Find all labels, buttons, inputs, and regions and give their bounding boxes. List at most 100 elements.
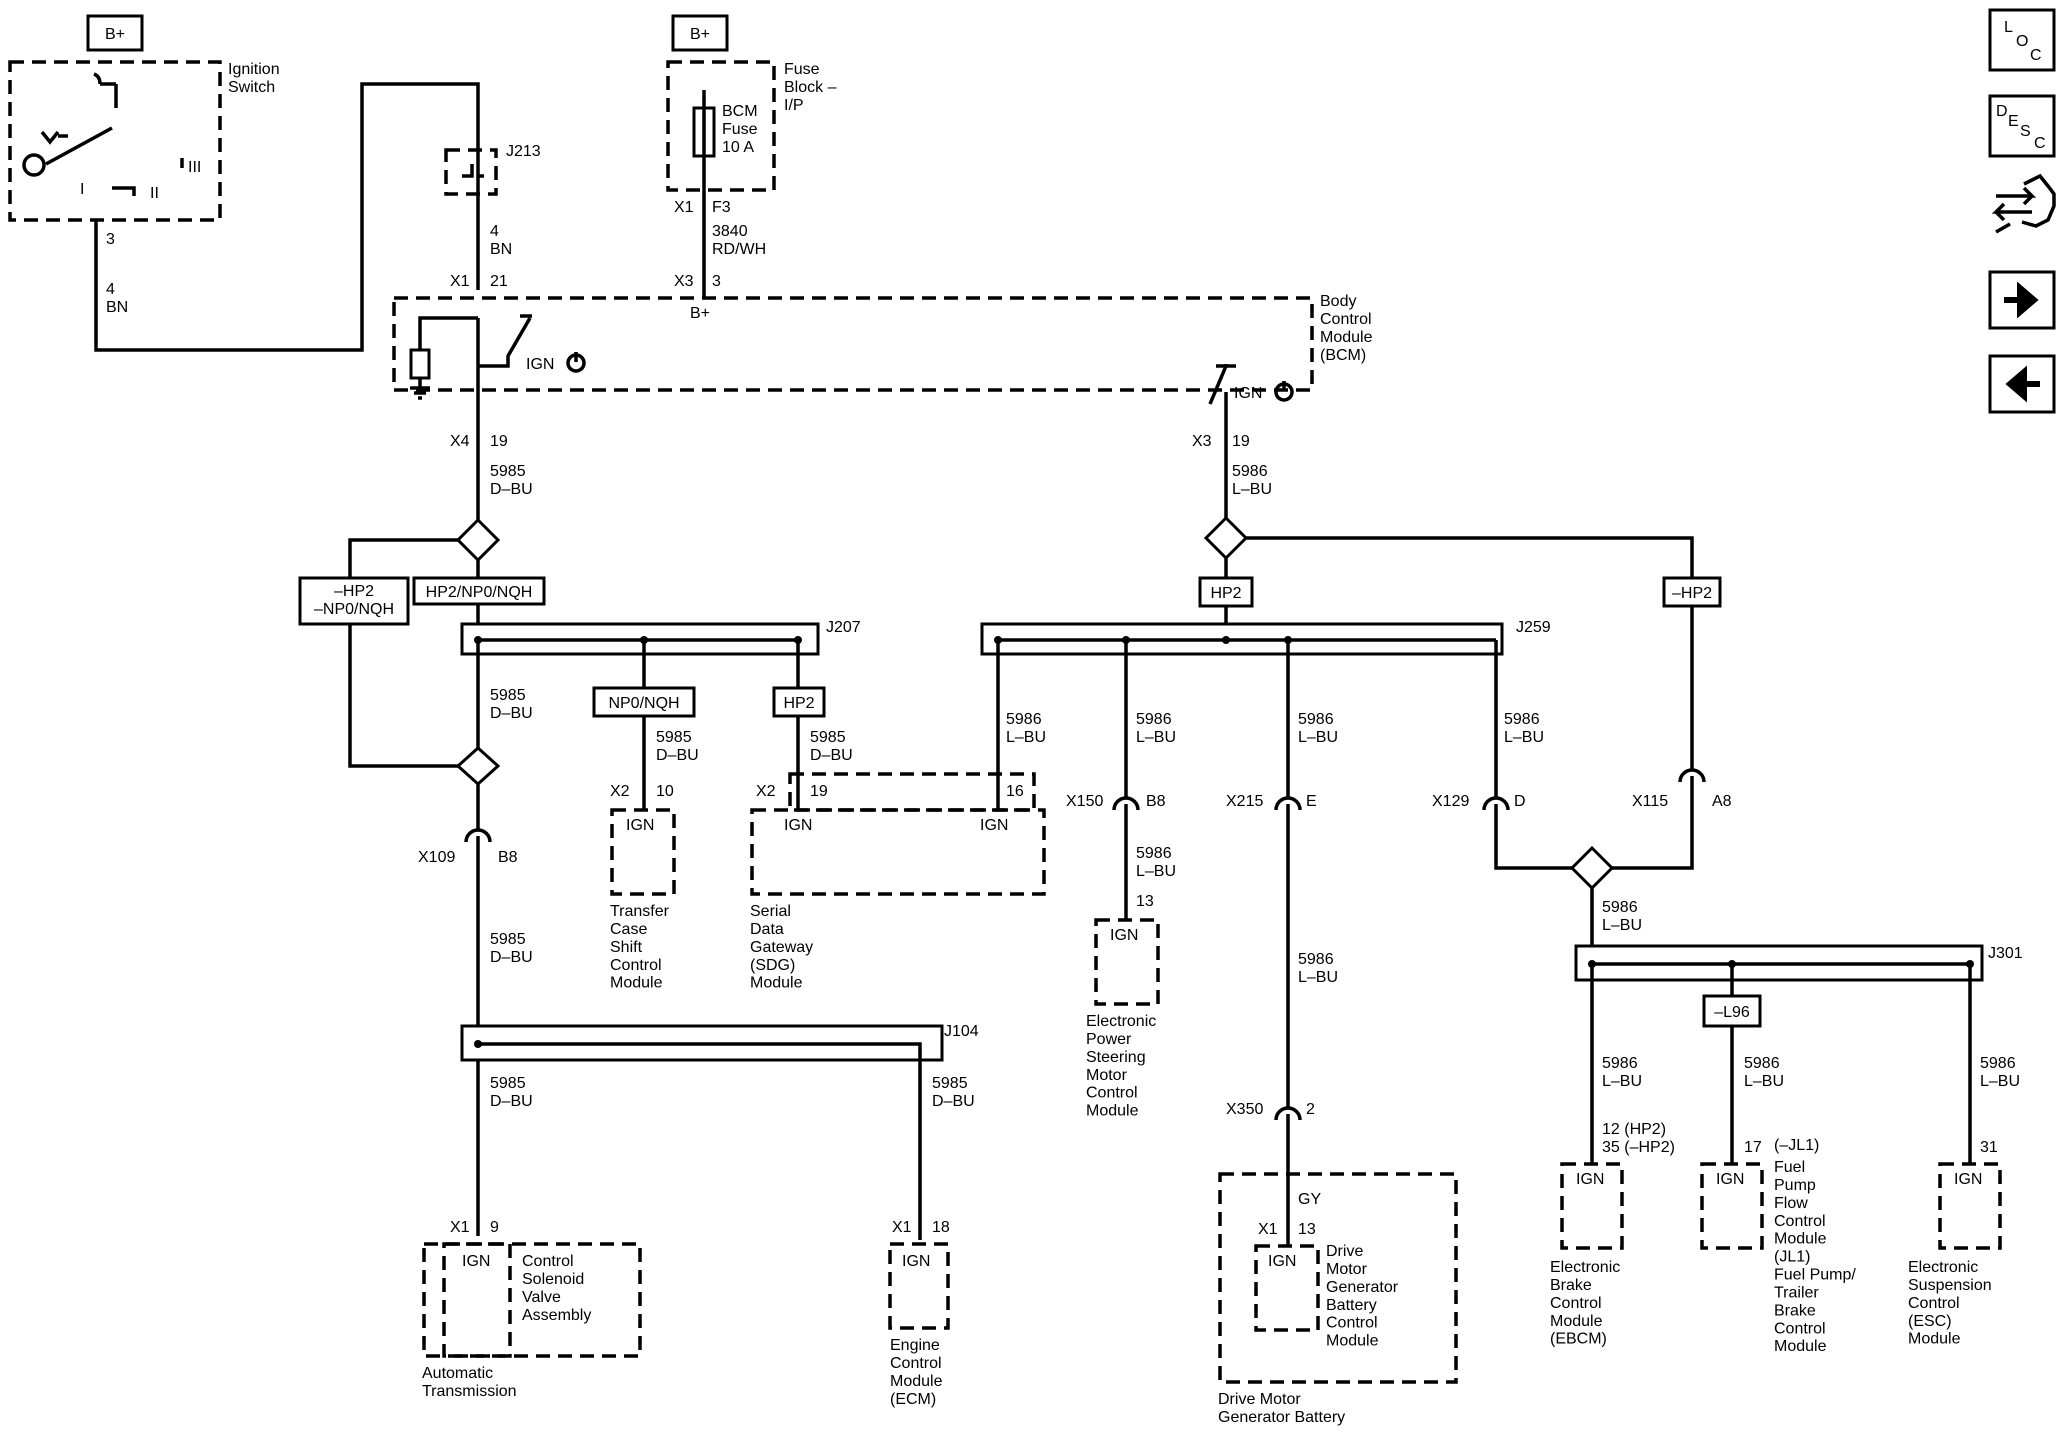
option-hp2-np0	[412, 576, 546, 606]
switch-pos-2: II	[150, 185, 159, 202]
j213-label: J213	[506, 143, 541, 160]
epsm-pin: 13	[1136, 893, 1154, 910]
splice-icon	[1203, 515, 1249, 561]
connector-icon	[1112, 796, 1140, 811]
bcm-ign-2: IGN	[1234, 385, 1262, 402]
wire-5986-3-color: L–BU	[1136, 729, 1176, 746]
wire-5985-4-color: D–BU	[490, 1093, 533, 1110]
bcm-in1-pin: 21	[490, 273, 508, 290]
bcm-ign-1: IGN	[526, 356, 554, 373]
wire-5985-6-color: D–BU	[656, 747, 699, 764]
wire-5986-4: 5986	[1136, 845, 1172, 862]
conn-x350-pin: 2	[1306, 1101, 1315, 1118]
back-arrow-icon[interactable]	[1988, 354, 2056, 414]
wire-5986-5-color: L–BU	[1298, 729, 1338, 746]
conn-x350: X350	[1226, 1101, 1263, 1118]
svg-text:O: O	[2016, 33, 2028, 50]
svg-text:D: D	[1996, 103, 2008, 120]
esc-pin: 31	[1980, 1139, 1998, 1156]
option-neg-hp2-np0-label: –HP2–NP0/NQH	[314, 583, 394, 618]
conn-x215: X215	[1226, 793, 1263, 810]
wire-5986-8-color: L–BU	[1602, 917, 1642, 934]
fp-pin: 17	[1744, 1139, 1762, 1156]
wire-5985-6: 5985	[656, 729, 692, 746]
splice-icon	[455, 517, 501, 563]
wire-5986-11-color: L–BU	[1980, 1073, 2020, 1090]
bcm-in1-conn: X1	[450, 273, 470, 290]
wire-5985-2: 5985	[490, 687, 526, 704]
wire-5986-10: 5986	[1744, 1055, 1780, 1072]
svg-text:C: C	[2034, 135, 2046, 152]
connector-icon	[1274, 1106, 1302, 1121]
tc-pin: 10	[656, 783, 674, 800]
bcm-bplus: B+	[690, 305, 710, 322]
wire-5986-9: 5986	[1602, 1055, 1638, 1072]
splice-j104-label: J104	[944, 1023, 979, 1040]
fp-ign: IGN	[1716, 1171, 1744, 1188]
switch-pin: 3	[106, 231, 115, 248]
conn-x129: X129	[1432, 793, 1469, 810]
conn-x129-pin: D	[1514, 793, 1526, 810]
option-neg-hp2	[1662, 576, 1722, 608]
conn-x115-pin: A8	[1712, 793, 1732, 810]
epsm-box	[1094, 918, 1160, 1006]
loc-icon[interactable]: L O C	[1988, 8, 2056, 72]
option-np0-nqh-label: NP0/NQH	[608, 695, 679, 712]
sdg-conn: X2	[756, 783, 776, 800]
connector-icon	[1482, 796, 1510, 811]
ebcm-pins: 12 (HP2)35 (–HP2)	[1602, 1121, 1675, 1156]
sdg-ign-a: IGN	[784, 817, 812, 834]
option-neg-hp2-np0	[298, 576, 410, 626]
connector-icon	[464, 828, 492, 843]
bplus-box-1	[86, 14, 144, 52]
bplus-label-2: B+	[690, 26, 710, 43]
bplus-box-2	[671, 14, 729, 52]
conn-x109-pin: B8	[498, 849, 518, 866]
j213-box	[444, 148, 498, 196]
wire-5986-4-color: L–BU	[1136, 863, 1176, 880]
wire-ignition-to-bcm	[94, 82, 480, 352]
fuse-block-box	[666, 60, 776, 192]
splice-j207-label: J207	[826, 619, 861, 636]
conn-x150-pin: B8	[1146, 793, 1166, 810]
wire-5986-1: 5986	[1232, 463, 1268, 480]
wire-5985-4: 5985	[490, 1075, 526, 1092]
wire-5985-5: 5985	[932, 1075, 968, 1092]
j213-wire-color: BN	[490, 241, 512, 258]
svg-text:S: S	[2020, 123, 2031, 140]
wire-5985-1: 5985	[490, 463, 526, 480]
wire-5985-1-color: D–BU	[490, 481, 533, 498]
sdg-ign-b: IGN	[980, 817, 1008, 834]
bcm-in2-pin: 3	[712, 273, 721, 290]
option-hp2-np0-label: HP2/NP0/NQH	[426, 584, 533, 601]
next-arrow-icon[interactable]	[1988, 270, 2056, 330]
wire-5985-7: 5985	[810, 729, 846, 746]
sdg-box	[750, 808, 1046, 896]
ignition-switch-icon	[22, 72, 184, 196]
wire-5985-3-color: D–BU	[490, 949, 533, 966]
dmgb-ign: IGN	[1268, 1253, 1296, 1270]
desc-icon[interactable]: D E S C	[1988, 94, 2056, 158]
trans-conn: X1	[450, 1219, 470, 1236]
bplus-label-1: B+	[105, 26, 125, 43]
switch-pos-3: III	[188, 159, 201, 176]
tc-ign: IGN	[626, 817, 654, 834]
bcm-out2-conn: X3	[1192, 433, 1212, 450]
trans-ign: IGN	[462, 1253, 490, 1270]
switch-pos-1: I	[80, 181, 84, 198]
j213-wire-gauge: 4	[490, 223, 499, 240]
conn-x150: X150	[1066, 793, 1103, 810]
wire-5985-3: 5985	[490, 931, 526, 948]
wire-5986-7: 5986	[1504, 711, 1540, 728]
ecm-ign: IGN	[902, 1253, 930, 1270]
fuse-wire-num: 3840	[712, 223, 748, 240]
tools-icon[interactable]	[1991, 173, 2056, 234]
